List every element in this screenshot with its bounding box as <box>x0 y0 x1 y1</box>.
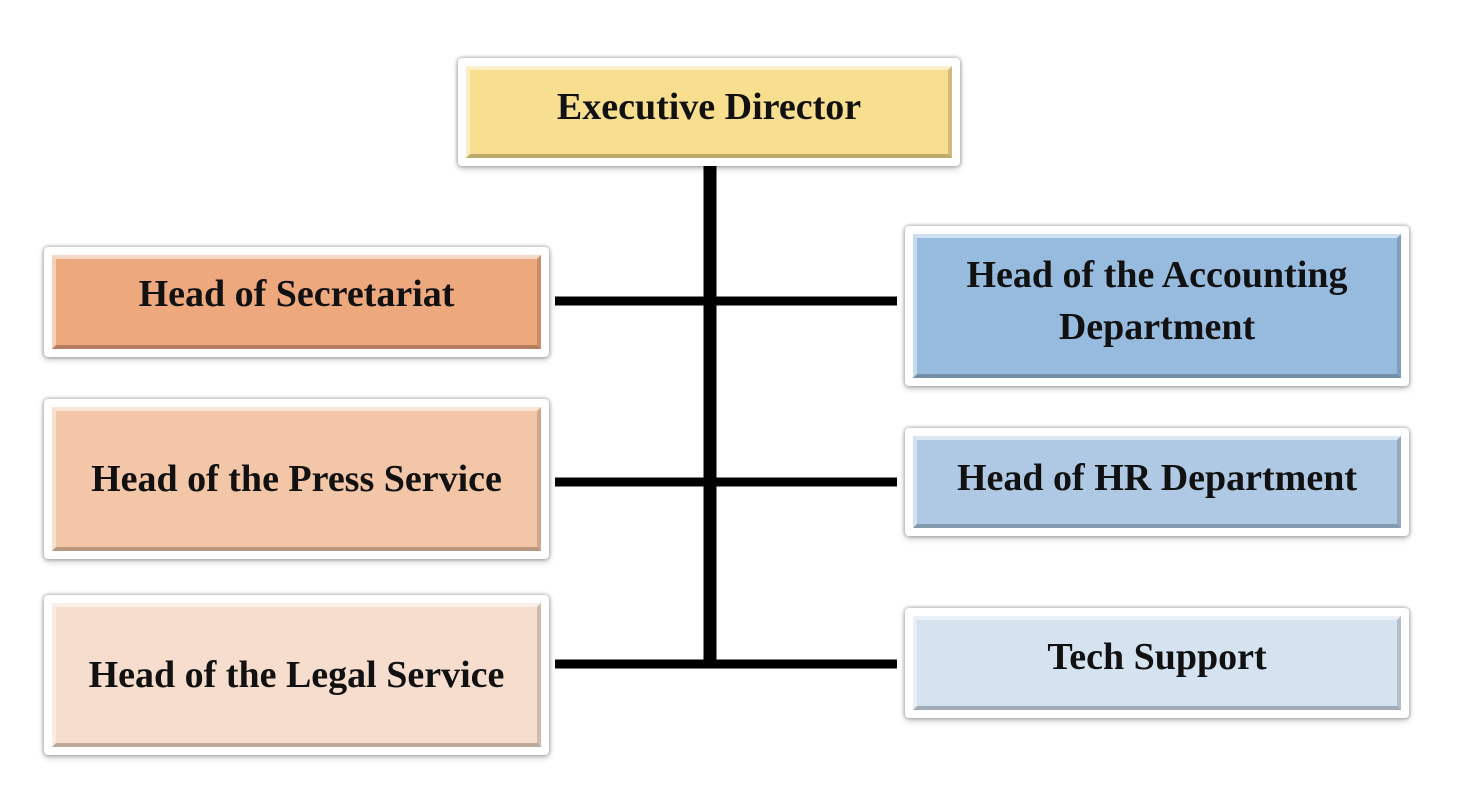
head-of-legal-service-box: Head of the Legal Service <box>44 595 549 755</box>
tech-support-label: Tech Support <box>1047 636 1267 678</box>
executive-director-label: Executive Director <box>556 86 862 128</box>
head-of-secretariat-fill: Head of Secretariat <box>52 255 541 349</box>
head-of-secretariat-label: Head of Secretariat <box>138 273 455 315</box>
head-of-press-service-box: Head of the Press Service <box>44 399 549 559</box>
executive-director-box: Executive Director <box>458 58 960 166</box>
head-of-accounting-label: Head of the Accounting Department <box>966 254 1348 348</box>
head-of-secretariat-box: Head of Secretariat <box>44 247 549 357</box>
head-of-press-service-fill: Head of the Press Service <box>52 407 541 551</box>
executive-director-fill: Executive Director <box>466 66 952 158</box>
tech-support-box: Tech Support <box>905 608 1409 718</box>
head-of-accounting-fill: Head of the Accounting Department <box>913 234 1401 378</box>
tech-support-fill: Tech Support <box>913 616 1401 710</box>
head-of-press-service-label: Head of the Press Service <box>91 458 502 500</box>
head-of-hr-fill: Head of HR Department <box>913 436 1401 528</box>
head-of-accounting-box: Head of the Accounting Department <box>905 226 1409 386</box>
head-of-hr-label: Head of HR Department <box>957 457 1357 499</box>
head-of-legal-service-fill: Head of the Legal Service <box>52 603 541 747</box>
head-of-hr-box: Head of HR Department <box>905 428 1409 536</box>
head-of-legal-service-label: Head of the Legal Service <box>88 654 505 696</box>
